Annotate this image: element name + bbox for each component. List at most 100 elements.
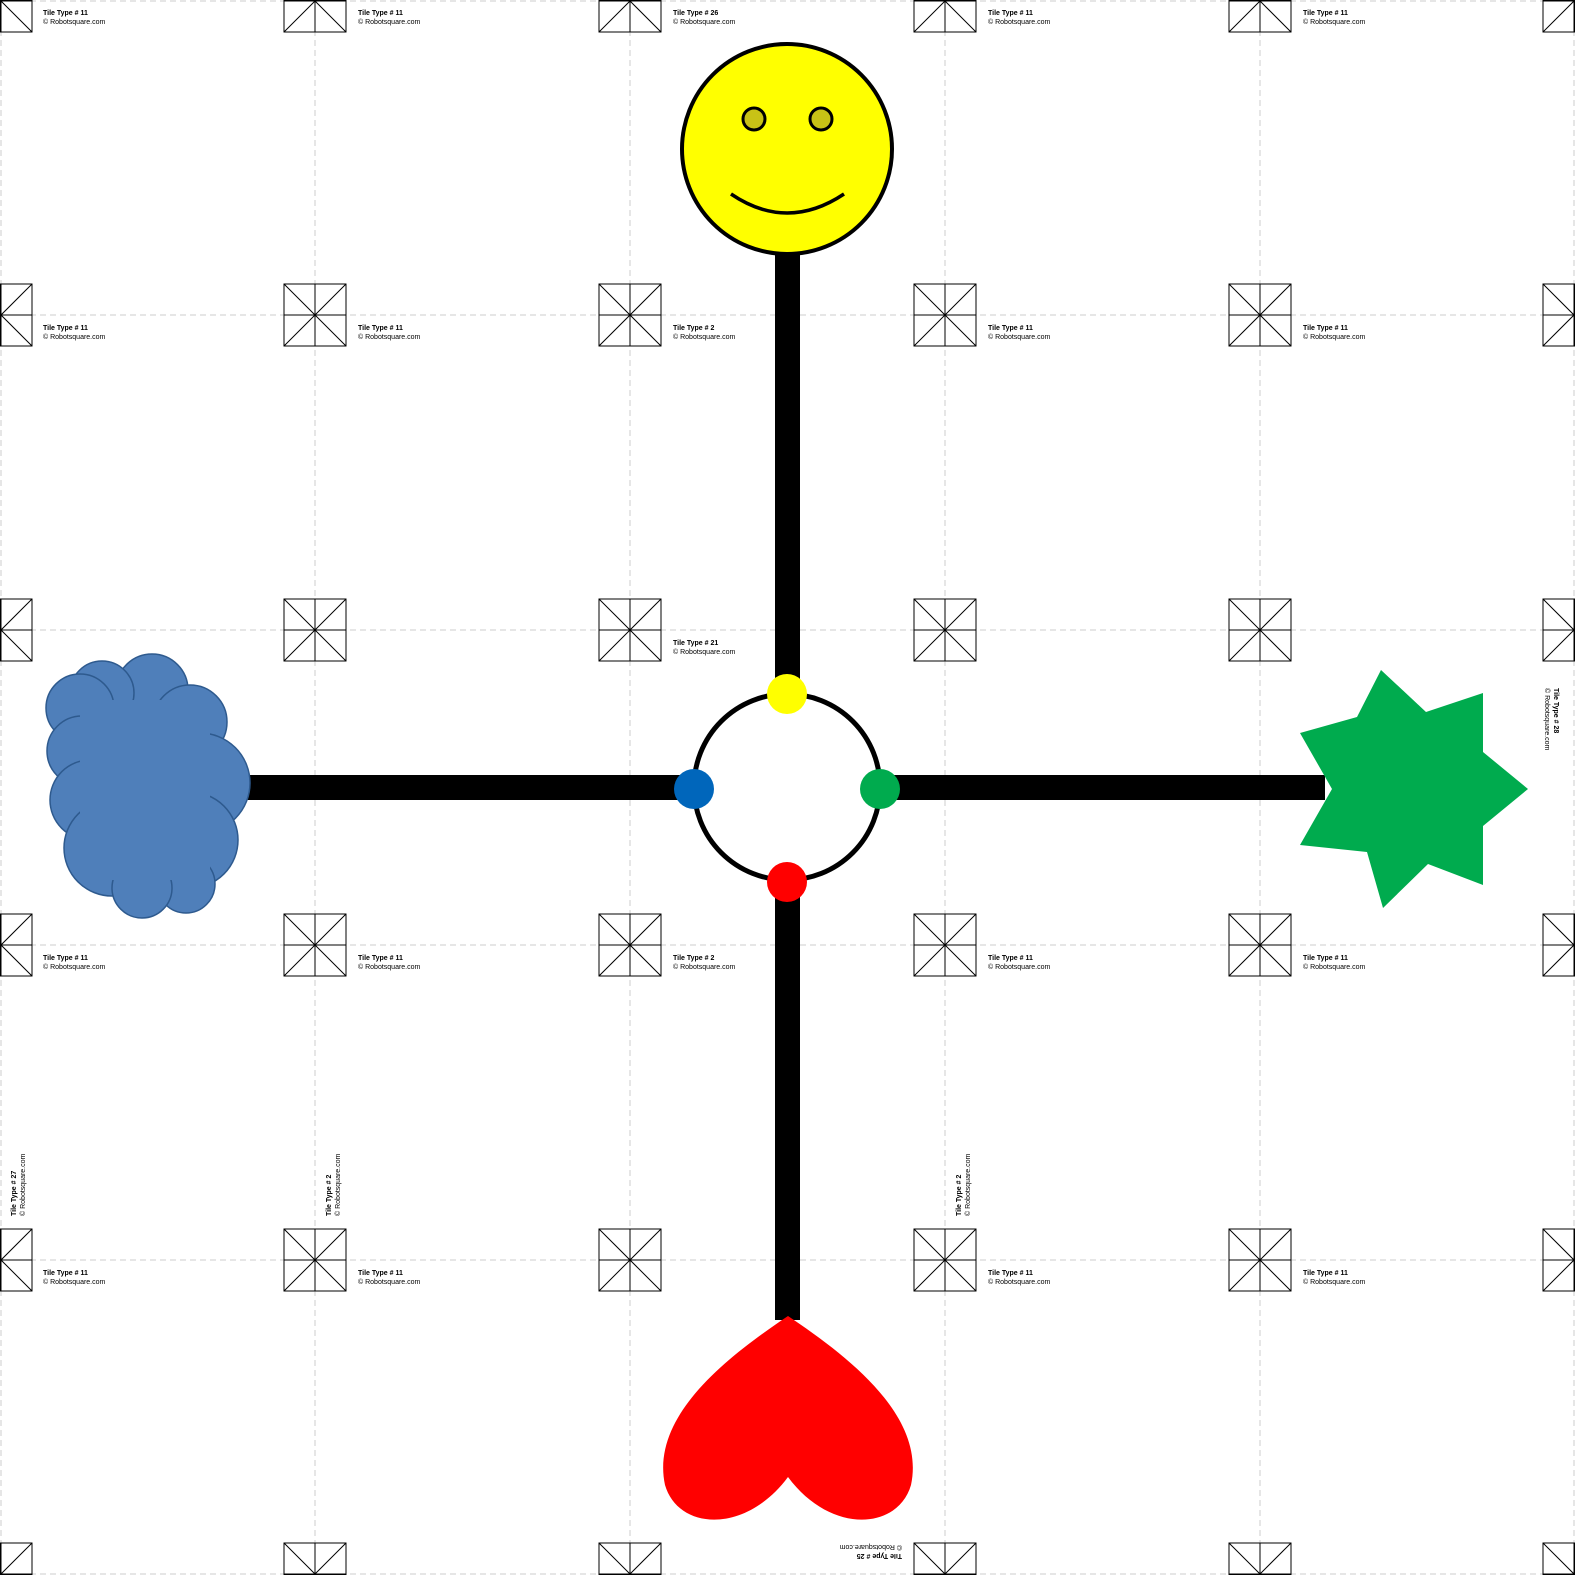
track-south: [775, 880, 800, 1320]
alignment-mark: [913, 0, 977, 33]
tile-label: Tile Type # 11© Robotsquare.com: [43, 955, 105, 972]
tile-type-text: Tile Type # 11: [1303, 1270, 1348, 1277]
junction-dot-red: [767, 862, 807, 902]
tile-label: Tile Type # 11© Robotsquare.com: [1303, 325, 1365, 342]
alignment-mark: [1228, 913, 1292, 977]
junction-dot-yellow: [767, 674, 807, 714]
tile-label: Tile Type # 11© Robotsquare.com: [988, 955, 1050, 972]
tile-label: Tile Type # 11© Robotsquare.com: [358, 1270, 420, 1287]
smiley-mouth: [730, 192, 845, 215]
tile-type-text: Tile Type # 11: [43, 10, 88, 17]
alignment-mark: [283, 598, 347, 662]
copyright-text: © Robotsquare.com: [673, 333, 736, 341]
tile-label: Tile Type # 11© Robotsquare.com: [43, 10, 105, 27]
alignment-mark: [1542, 0, 1575, 33]
alignment-mark: [0, 598, 33, 662]
tile-label: Tile Type # 11© Robotsquare.com: [358, 10, 420, 27]
copyright-text: © Robotsquare.com: [1303, 963, 1366, 971]
tile-label: Tile Type # 11© Robotsquare.com: [1303, 955, 1365, 972]
tile-type-text: Tile Type # 2: [673, 325, 715, 332]
alignment-mark: [283, 283, 347, 347]
alignment-mark: [1542, 1228, 1575, 1292]
track-lines: [235, 248, 1325, 1320]
alignment-mark: [913, 913, 977, 977]
tile-type-text: Tile Type # 11: [988, 325, 1033, 332]
alignment-mark: [598, 598, 662, 662]
alignment-mark: [598, 1228, 662, 1292]
copyright-text: © Robotsquare.com: [673, 18, 736, 26]
track-north: [775, 248, 800, 688]
tile-type-text: Tile Type # 11: [43, 955, 88, 962]
copyright-text: © Robotsquare.com: [1543, 688, 1551, 751]
alignment-mark: [283, 1542, 347, 1575]
tile-type-text: Tile Type # 11: [988, 955, 1033, 962]
copyright-text: © Robotsquare.com: [1303, 1278, 1366, 1286]
alignment-mark: [913, 1228, 977, 1292]
alignment-mark: [1542, 283, 1575, 347]
alignment-mark: [1228, 1542, 1292, 1575]
copyright-text: © Robotsquare.com: [1303, 333, 1366, 341]
tile-label: Tile Type # 2© Robotsquare.com: [326, 1154, 343, 1216]
copyright-text: © Robotsquare.com: [334, 1153, 342, 1216]
tile-label: Tile Type # 26© Robotsquare.com: [673, 10, 735, 27]
alignment-mark: [0, 913, 33, 977]
junction-dot-blue: [674, 769, 714, 809]
smiley-left-eye: [741, 106, 767, 132]
alignment-mark: [598, 283, 662, 347]
center-ring: [691, 691, 883, 883]
copyright-text: © Robotsquare.com: [358, 1278, 421, 1286]
tile-type-text: Tile Type # 26: [673, 10, 719, 17]
tile-label: Tile Type # 11© Robotsquare.com: [358, 955, 420, 972]
alignment-mark: [598, 913, 662, 977]
tile-label: Tile Type # 11© Robotsquare.com: [43, 1270, 105, 1287]
copyright-text: © Robotsquare.com: [358, 963, 421, 971]
alignment-mark: [913, 1542, 977, 1575]
alignment-mark: [0, 1228, 33, 1292]
tile-label: Tile Type # 11© Robotsquare.com: [988, 10, 1050, 27]
tile-type-text: Tile Type # 11: [358, 10, 403, 17]
tile-type-text: Tile Type # 11: [988, 10, 1033, 17]
heart-shape: [663, 1316, 913, 1520]
copyright-text: © Robotsquare.com: [43, 333, 106, 341]
tile-label: Tile Type # 2© Robotsquare.com: [673, 955, 735, 972]
copyright-text: © Robotsquare.com: [1303, 18, 1366, 26]
tile-type-text: Tile Type # 2: [326, 1174, 333, 1216]
tile-type-text: Tile Type # 11: [988, 1270, 1033, 1277]
copyright-text: © Robotsquare.com: [673, 648, 736, 656]
smiley-right-eye: [808, 106, 834, 132]
alignment-mark: [598, 1542, 662, 1575]
tile-type-text: Tile Type # 11: [43, 1270, 88, 1277]
alignment-mark: [283, 913, 347, 977]
copyright-text: © Robotsquare.com: [358, 333, 421, 341]
tile-label: Tile Type # 11© Robotsquare.com: [1303, 1270, 1365, 1287]
tile-label: Tile Type # 11© Robotsquare.com: [988, 1270, 1050, 1287]
alignment-mark: [1228, 283, 1292, 347]
copyright-text: © Robotsquare.com: [988, 963, 1051, 971]
alignment-mark: [1542, 1542, 1575, 1575]
alignment-mark: [913, 598, 977, 662]
alignment-mark: [0, 0, 33, 33]
tile-label: Tile Type # 11© Robotsquare.com: [988, 325, 1050, 342]
alignment-mark: [0, 283, 33, 347]
tile-type-text: Tile Type # 11: [1303, 325, 1348, 332]
star-shape: [1300, 670, 1528, 908]
alignment-mark: [598, 0, 662, 33]
tile-label: Tile Type # 2© Robotsquare.com: [956, 1154, 973, 1216]
copyright-text: © Robotsquare.com: [358, 18, 421, 26]
tile-label: Tile Type # 25© Robotsquare.com: [840, 1542, 902, 1560]
alignment-mark: [283, 1228, 347, 1292]
alignment-mark: [1228, 1228, 1292, 1292]
tile-type-text: Tile Type # 11: [1303, 10, 1348, 17]
alignment-mark: [283, 0, 347, 33]
tile-type-text: Tile Type # 11: [1303, 955, 1348, 962]
copyright-text: © Robotsquare.com: [43, 1278, 106, 1286]
tile-type-text: Tile Type # 25: [856, 1552, 902, 1559]
alignment-mark: [1542, 913, 1575, 977]
track-west: [235, 775, 695, 800]
alignment-mark: [1228, 0, 1292, 33]
alignment-mark: [0, 1542, 33, 1575]
copyright-text: © Robotsquare.com: [988, 1278, 1051, 1286]
tile-label: Tile Type # 11© Robotsquare.com: [43, 325, 105, 342]
